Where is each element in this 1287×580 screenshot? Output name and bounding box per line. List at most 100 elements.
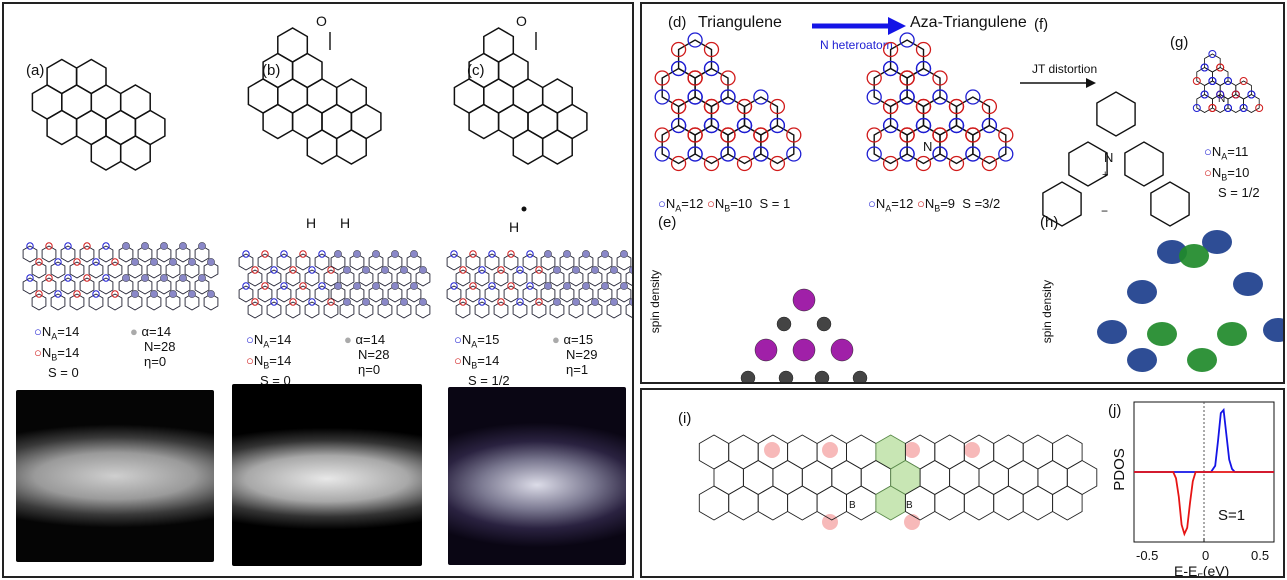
n-atom-f: N	[923, 139, 933, 154]
lattice-a-right-cell-2-4	[194, 277, 210, 295]
label-f: (f)	[1034, 16, 1049, 33]
lattice-c-right-site-2-2	[582, 282, 590, 290]
tri-f-site-8-1	[948, 155, 965, 172]
lattice-a-right-cell-1-2	[165, 261, 181, 279]
lattice-c-left-cell-0-0	[446, 253, 462, 271]
lattice-b-left-cell-2-3	[295, 285, 311, 303]
n-atom-jt: N	[1104, 150, 1114, 165]
tri-g-site-1-2	[1192, 77, 1201, 85]
ribbon-ring-14	[742, 459, 774, 496]
tri-f-ring-7	[906, 124, 941, 165]
h-right-b: H	[340, 215, 351, 231]
lattice-a-left-cell-0-1	[41, 245, 57, 263]
lattice-a-right-site-0-0	[122, 242, 130, 250]
lattice-a-left-site-1-1	[54, 258, 62, 266]
tri-d-site-3-3	[670, 98, 687, 115]
pdos-spin-label: S=1	[1218, 507, 1246, 524]
lattice-a-left-site-0-0	[26, 242, 34, 250]
tri-d-site-6-4	[670, 117, 687, 134]
lattice-a-right-cell-2-3	[175, 277, 191, 295]
tri-g-ring-8	[1227, 94, 1244, 113]
tri-d-ring-5	[743, 96, 779, 136]
tri-g-site-0-4	[1208, 50, 1217, 58]
lattice-c-right-cell-1-4	[625, 270, 632, 286]
ribbon-ring-29	[787, 485, 818, 521]
stm-image-a	[16, 390, 214, 562]
ribbon-drawing	[698, 434, 1098, 530]
tri-d-site-1-2	[654, 89, 670, 105]
lattice-a-left-site-0-1	[45, 242, 53, 250]
lattice-c-left-site-1-2	[497, 266, 505, 274]
tri-f-site-7-1	[915, 155, 932, 172]
stats-d: ○NA=12 ○NB=10 S = 1	[658, 196, 791, 214]
lattice-c-left-site-2-3	[507, 282, 515, 290]
lattice-a-right-cell-0-2	[156, 245, 172, 263]
lattice-c-left-cell-3-3	[512, 301, 528, 319]
lattice-b-right-cell-3-2	[377, 301, 393, 319]
lattice-a-right-site-1-1	[150, 258, 158, 266]
lattice-a-right-cell-2-1	[137, 277, 153, 295]
lattice-a-right-cell-1-4	[203, 261, 219, 279]
lattice-c-left-site-2-2	[488, 282, 496, 290]
lattice-c-right-cell-1-0	[549, 269, 565, 287]
spin-h-lobe-2	[1179, 244, 1209, 268]
lattice-c-right-cell-2-2	[578, 285, 594, 303]
panel-defgh-drawing	[654, 17, 1283, 382]
lattice-c-left-site-2-0	[450, 282, 458, 290]
lattice-c-right-cell-2-4	[616, 285, 632, 303]
lattice-b-right-site-1-4	[419, 266, 427, 274]
h-left-b: H	[306, 215, 317, 231]
lattice-c-right-site-3-0	[553, 298, 561, 306]
lattice-a-left-site-0-2	[64, 242, 72, 250]
lattice-b-left-site-1-1	[270, 266, 278, 274]
tri-f-site-2-3	[899, 70, 915, 86]
lattice-a-left-site-3-3	[92, 290, 100, 298]
lattice-c-right-cell-3-1	[568, 301, 584, 319]
tri-f-site-7-2	[899, 146, 915, 162]
lattice-c-right-site-0-2	[582, 250, 590, 258]
tri-d-site-9-3	[753, 127, 769, 143]
label-d: (d)	[668, 14, 687, 31]
lattice-b-right-cell-1-2	[377, 269, 393, 287]
mol-c-ring-10	[512, 129, 544, 165]
ribbon-ring-26	[698, 485, 730, 521]
label-c: (c)	[467, 62, 485, 79]
lattice-c-left-site-0-0	[450, 250, 458, 258]
lattice-a-left-site-2-3	[83, 274, 91, 282]
lattice-b-left-site-0-4	[318, 250, 326, 258]
lattice-a-right-cell-3-3	[184, 293, 200, 311]
ribbon-ring-28	[757, 485, 789, 521]
mol-a-ring-10	[90, 135, 122, 171]
arrow-caption: N heteroatom	[820, 38, 893, 52]
lattice-c-right-cell-0-4	[616, 253, 632, 271]
ribbon-ring-27	[728, 485, 759, 521]
tri-d-ring-1	[661, 67, 696, 108]
h-bottom-c: H	[509, 219, 520, 235]
lattice-c-left-cell-3-0	[455, 301, 471, 319]
tri-f-site-8-4	[948, 117, 965, 134]
lattice-c-right-cell-1-1	[568, 269, 584, 287]
stm-image-c	[448, 387, 626, 565]
lattice-c-right-cell-0-3	[597, 253, 613, 271]
tri-g-site-3-4	[1208, 77, 1217, 85]
lattice-a-right-site-2-2	[160, 274, 168, 282]
spin-e-atom-0	[792, 288, 816, 312]
lattice-c-right-site-2-3	[601, 282, 609, 290]
title-aza-triangulene: Aza-Triangulene	[910, 14, 1027, 31]
lattice-b-left-cell-3-2	[285, 301, 301, 319]
label-e: (e)	[658, 214, 677, 231]
boron-atom-left: B	[849, 500, 856, 511]
ribbon-ring-34	[934, 485, 965, 521]
lattice-b-right-site-3-3	[400, 298, 408, 306]
lattice-b-left-site-1-3	[308, 266, 316, 274]
lattice-c-left-cell-0-3	[503, 253, 519, 271]
ribbon-ring-10	[993, 434, 1024, 470]
mol-c-ring-11	[541, 129, 573, 165]
spin-e-atom-5	[830, 338, 854, 362]
mol-c-ring-12	[483, 27, 515, 63]
tri-d-site-8-4	[736, 117, 753, 134]
lattice-c-left-cell-2-0	[446, 285, 462, 303]
ribbon-ring-22	[978, 459, 1009, 496]
lattice-a-right-site-0-3	[179, 242, 187, 250]
ribbon-ring-21	[949, 459, 980, 496]
